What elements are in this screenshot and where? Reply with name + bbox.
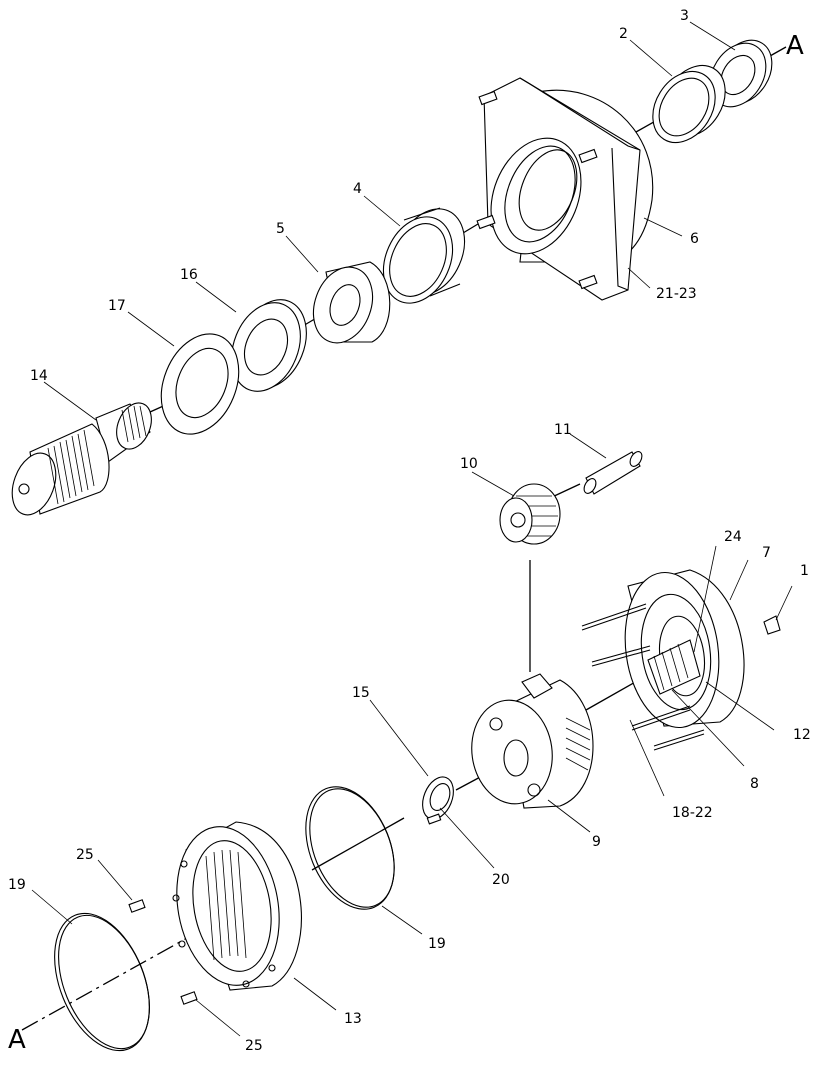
part-17-washer [160,333,240,435]
part-11-pin [583,451,643,495]
part-2-bearing-cup [652,64,726,144]
callout-5: 5 [276,221,285,237]
callout-7: 7 [762,545,771,561]
part-10-gear [499,483,561,545]
callout-labels: A A 3 2 4 5 16 17 14 6 21-23 11 10 24 7 … [8,8,811,1055]
callout-12: 12 [793,727,811,743]
part-14-shaft [11,402,152,516]
callout-8: 8 [750,776,759,792]
callout-20: 20 [492,872,510,888]
part-4-bearing-cup [382,207,466,304]
callout-17: 17 [108,298,126,314]
callout-19-upper: 19 [428,936,446,952]
axis-marker-top: A [786,31,804,61]
part-16-spacer [231,299,307,392]
part-1-screw [763,615,781,635]
part-13-ring-gear [172,821,302,991]
leader-lines [31,21,793,1037]
callout-14: 14 [30,368,48,384]
callout-21-23: 21-23 [656,286,697,302]
callout-18-22: 18-22 [672,805,713,821]
callout-25-lower: 25 [245,1038,263,1054]
callout-10: 10 [460,456,478,472]
callout-1: 1 [800,563,809,579]
callout-6: 6 [690,231,699,247]
part-6-housing [476,77,654,301]
part-25-dowels [128,899,198,1005]
callout-11: 11 [554,422,572,438]
part-9-carrier [471,673,594,809]
callout-9: 9 [592,834,601,850]
callout-2: 2 [619,26,628,42]
callout-24: 24 [724,529,742,545]
callout-4: 4 [353,181,362,197]
callout-3: 3 [680,8,689,24]
part-19-oring-upper [305,786,395,910]
callout-19-lower: 19 [8,877,26,893]
callout-25-upper: 25 [76,847,94,863]
axis-marker-bottom: A [8,1025,26,1055]
callout-15: 15 [352,685,370,701]
part-5-bearing-cone [312,261,391,344]
callout-13: 13 [344,1011,362,1027]
callout-16: 16 [180,267,198,283]
part-19-oring-lower [54,912,150,1052]
part-8-sun-gear [647,639,701,695]
part-20-pin [426,813,442,825]
